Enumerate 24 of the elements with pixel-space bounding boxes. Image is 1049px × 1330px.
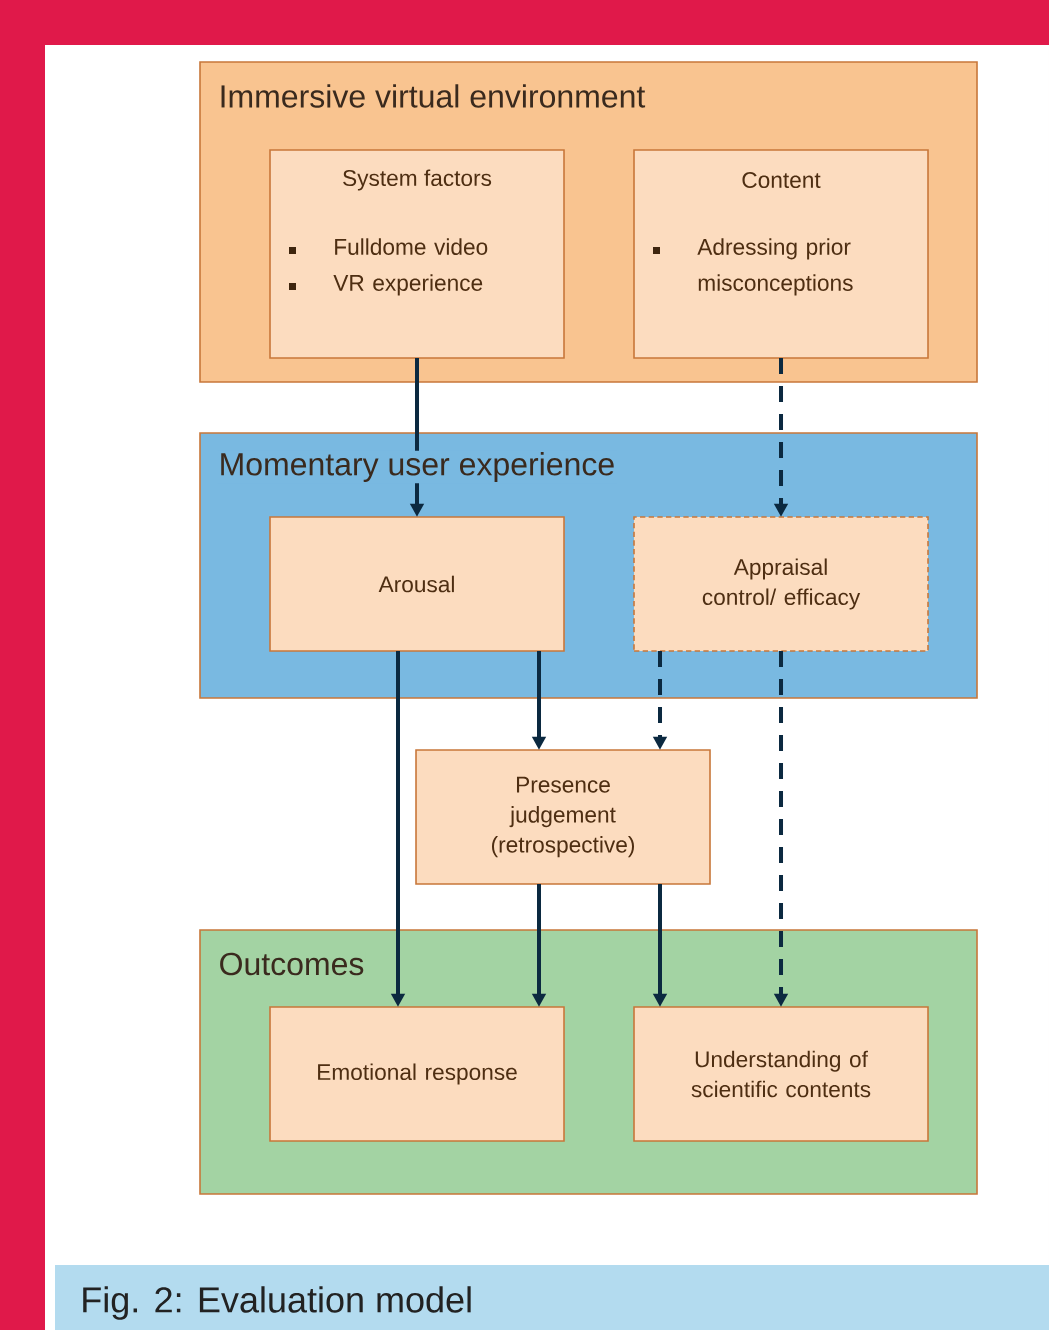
process-box	[415, 749, 711, 885]
process-box	[269, 516, 565, 652]
box-text: System factors	[343, 169, 492, 191]
box-text: Content	[742, 171, 821, 189]
process-box	[633, 149, 929, 359]
box-text: Understanding of scientific contents	[691, 1050, 871, 1098]
bullet-mark	[653, 247, 660, 254]
process-box	[633, 1006, 929, 1142]
box-text: VR experience	[333, 274, 483, 296]
bullet-mark	[289, 247, 296, 254]
box-text: Arousal	[378, 575, 454, 593]
box-text: Fulldome video	[335, 238, 488, 255]
group-title: Momentary user experience	[217, 450, 617, 484]
process-box	[269, 1006, 565, 1142]
caption-band: Fig. 2: Evaluation model	[55, 1265, 1049, 1330]
bullet-mark	[289, 283, 296, 290]
box-text: Emotional response	[318, 1063, 517, 1085]
group-title: Immersive virtual environment	[217, 82, 647, 110]
process-box	[633, 516, 929, 652]
box-text: Presence judgement (retrospective)	[492, 776, 634, 858]
group-title: Outcomes	[217, 951, 366, 977]
box-text: Adressing prior misconceptions	[697, 238, 853, 296]
box-text: Appraisal control/ efficacy	[702, 558, 861, 610]
process-box	[269, 149, 565, 359]
